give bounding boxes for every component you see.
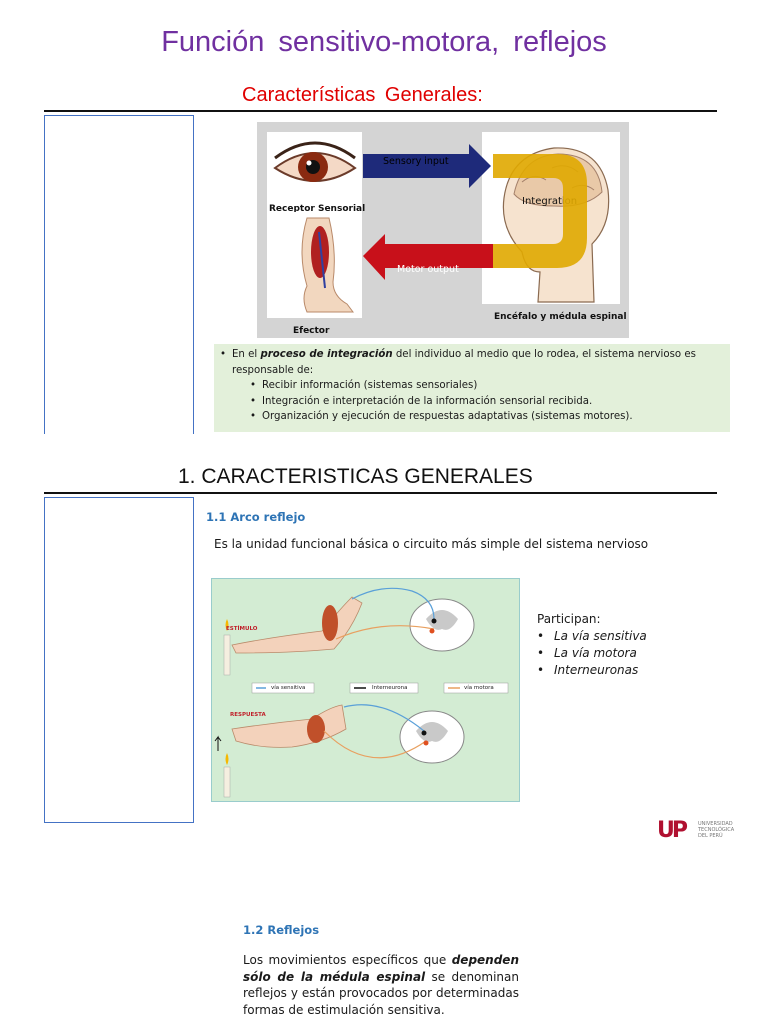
participan-list: Participan: La vía sensitiva La vía moto… xyxy=(537,611,647,679)
utp-logo: UP UNIVERSIDAD TECNOLÓGICA DEL PERÚ xyxy=(657,818,757,848)
top-divider xyxy=(44,110,717,112)
intro-line2: responsable de: xyxy=(232,364,314,376)
reflex-arc-figure: ESTÍMULO RESPUESTA vía sensitiva Interne… xyxy=(211,578,520,802)
integration-loop xyxy=(493,154,587,268)
efector-label: Efector xyxy=(293,326,330,336)
list-item: Integración e interpretación de la infor… xyxy=(214,394,730,410)
sensory-arrow-label: Sensory input xyxy=(383,156,449,167)
left-sidebar-box-1 xyxy=(44,115,194,434)
utp-logo-text: UNIVERSIDAD TECNOLÓGICA DEL PERÚ xyxy=(698,821,735,839)
section-heading: 1. CARACTERISTICAS GENERALES xyxy=(178,465,533,488)
intro-bullet: En el proceso de integración del individ… xyxy=(214,347,730,363)
flow-arrows xyxy=(363,144,587,280)
utp-logo-mark: UP xyxy=(657,818,688,843)
list-item: Organización y ejecución de respuestas a… xyxy=(214,409,730,425)
reflejos-heading: 1.2 Reflejos xyxy=(243,923,320,937)
arco-reflejo-definition: Es la unidad funcional básica o circuito… xyxy=(214,537,649,551)
arco-reflejo-heading: 1.1 Arco reflejo xyxy=(206,510,306,524)
reflex-arc-illustration xyxy=(214,587,509,798)
integration-label: Integration xyxy=(522,196,578,207)
list-item: Recibir información (sistemas sensoriale… xyxy=(214,378,730,394)
motor-output-arrow xyxy=(363,234,493,280)
nervous-system-diagram: Receptor Sensorial Efector Integration E… xyxy=(257,122,629,338)
integration-info-box: En el proceso de integración del individ… xyxy=(214,344,730,432)
section-divider xyxy=(44,492,717,494)
receptor-panel: Receptor Sensorial xyxy=(267,132,366,218)
eye-icon xyxy=(273,141,357,182)
receptor-label: Receptor Sensorial xyxy=(269,204,366,214)
brain-label: Encéfalo y médula espinal xyxy=(494,312,627,322)
estimulo-label: ESTÍMULO xyxy=(226,626,258,632)
left-sidebar-box-2 xyxy=(44,497,194,823)
participan-label: Participan: xyxy=(537,612,601,626)
sensory-input-arrow xyxy=(363,144,491,188)
page-subtitle: Características Generales: xyxy=(242,84,483,106)
list-item: La vía motora xyxy=(537,645,647,662)
motor-arrow-label: Motor output xyxy=(397,264,459,275)
page-title: Función sensitivo-motora, reflejos xyxy=(161,26,607,58)
respuesta-label: RESPUESTA xyxy=(230,712,266,718)
legend-via-motora: vía motora xyxy=(464,685,494,691)
reflejos-paragraph: Los movimientos específicos que dependen… xyxy=(243,953,519,1017)
legend-interneurona: Interneurona xyxy=(372,685,408,691)
list-item: La vía sensitiva xyxy=(537,628,647,645)
efector-panel xyxy=(267,212,362,318)
list-item: Interneuronas xyxy=(537,662,647,679)
leg-muscle-icon xyxy=(301,217,354,313)
legend-via-sensitiva: vía sensitiva xyxy=(271,685,306,691)
